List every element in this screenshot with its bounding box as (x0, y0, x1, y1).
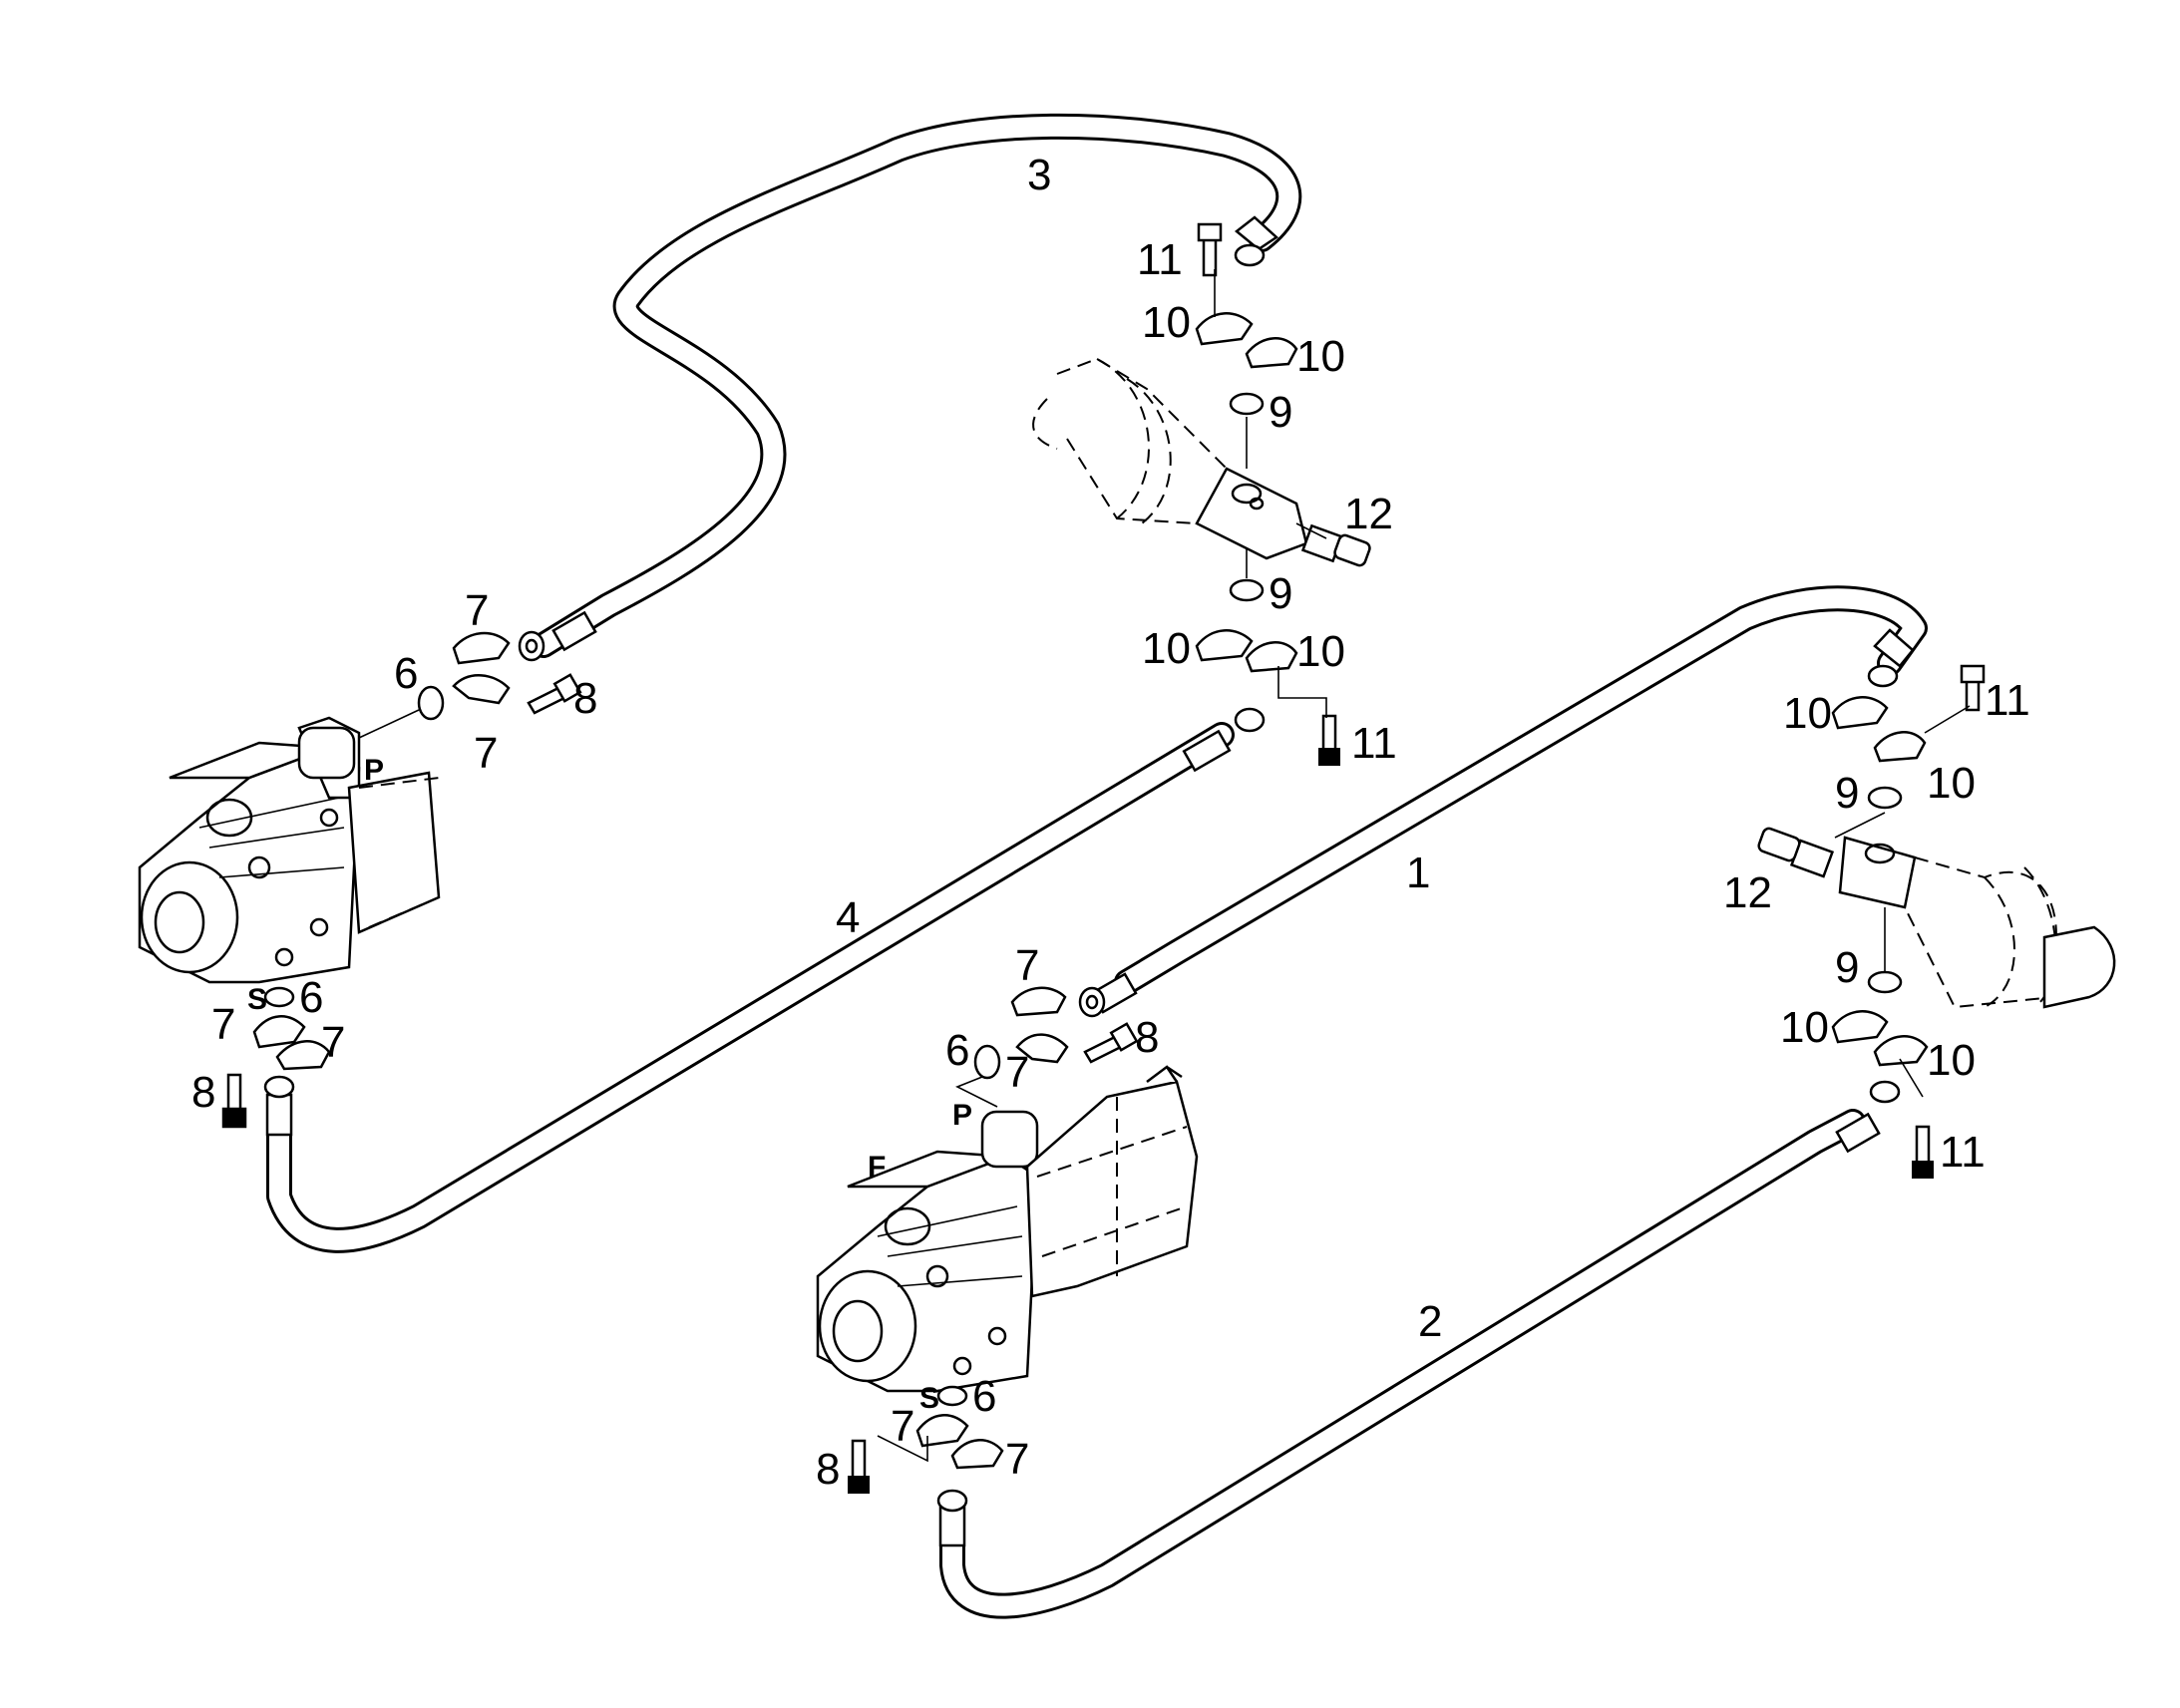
callout-oring-9-c: 9 (1835, 769, 1859, 818)
callout-clamp-10-b: 10 (1296, 332, 1345, 381)
callout-clamp-10-c: 10 (1142, 624, 1191, 673)
callout-clamp-7-g: 7 (891, 1402, 914, 1451)
callout-clamp-10-g: 10 (1780, 1003, 1829, 1052)
callout-clamp-7-h: 7 (1005, 1435, 1029, 1484)
callout-bolt-11-c: 11 (1985, 676, 2030, 725)
callout-clamp-7-c: 7 (211, 1000, 235, 1049)
callout-oring-9-d: 9 (1835, 943, 1859, 992)
hose-2 (939, 1109, 1866, 1619)
callout-bolt-11-a: 11 (1137, 235, 1183, 284)
bolts (221, 222, 1986, 1494)
callout-hose-2: 2 (1418, 1297, 1442, 1346)
port-label-p-left: P (364, 754, 384, 787)
callout-hose-3: 3 (1027, 151, 1051, 199)
callout-bolt-8-d: 8 (816, 1445, 840, 1494)
callout-bolt-11-b: 11 (1351, 719, 1397, 768)
callout-clamp-10-a: 10 (1142, 298, 1191, 347)
callout-clamp-10-e: 10 (1783, 689, 1832, 738)
port-label-s-left: S (247, 983, 267, 1016)
callout-sensor-12-b: 12 (1723, 868, 1772, 917)
leader-lines (358, 269, 1971, 1463)
callout-clamp-7-b: 7 (474, 729, 498, 778)
hydraulic-motor-upper (1032, 357, 1371, 567)
hose-1 (1114, 585, 1928, 995)
callout-clamp-10-h: 10 (1927, 1036, 1976, 1085)
callout-bolt-8-a: 8 (573, 674, 597, 723)
callout-clamp-10-d: 10 (1296, 627, 1345, 676)
callout-clamp-10-f: 10 (1927, 759, 1976, 808)
clamp-halves-10 (1195, 312, 1929, 1067)
callout-clamp-7-e: 7 (1015, 941, 1039, 990)
callout-bolt-8-c: 8 (1135, 1013, 1159, 1062)
callout-oring-9-b: 9 (1269, 569, 1292, 618)
callout-hose-4: 4 (836, 893, 860, 942)
hose-4 (266, 722, 1235, 1253)
callout-clamp-7-f: 7 (1005, 1048, 1029, 1097)
callout-bolt-8-b: 8 (191, 1068, 215, 1117)
callout-oring-6-a: 6 (394, 649, 418, 698)
clamp-halves-7 (252, 631, 1069, 1470)
port-label-p-center: P (952, 1099, 972, 1132)
callout-oring-9-a: 9 (1269, 388, 1292, 437)
hydraulic-pump-center (816, 1065, 1199, 1393)
callout-clamp-7-d: 7 (321, 1018, 345, 1067)
hydraulic-motor-lower (1757, 827, 2116, 1009)
port-label-s-center: S (919, 1382, 939, 1415)
callout-hose-1: 1 (1406, 849, 1430, 897)
hose-fittings (263, 215, 1915, 1547)
hydraulic-pump-left (138, 716, 441, 984)
callout-clamp-7-a: 7 (465, 586, 489, 635)
callout-oring-6-b: 6 (299, 973, 323, 1022)
port-label-f-center: F (868, 1151, 886, 1184)
callout-oring-6-c: 6 (945, 1026, 969, 1075)
callout-sensor-12-a: 12 (1344, 490, 1393, 538)
callout-bolt-11-d: 11 (1940, 1128, 1986, 1177)
hose-3 (531, 113, 1302, 658)
callout-oring-6-d: 6 (972, 1372, 996, 1421)
port-labels: P S P F S (247, 754, 972, 1415)
callout-labels: 3 4 1 2 11 10 10 9 12 9 10 10 11 7 6 8 7… (191, 151, 2030, 1494)
